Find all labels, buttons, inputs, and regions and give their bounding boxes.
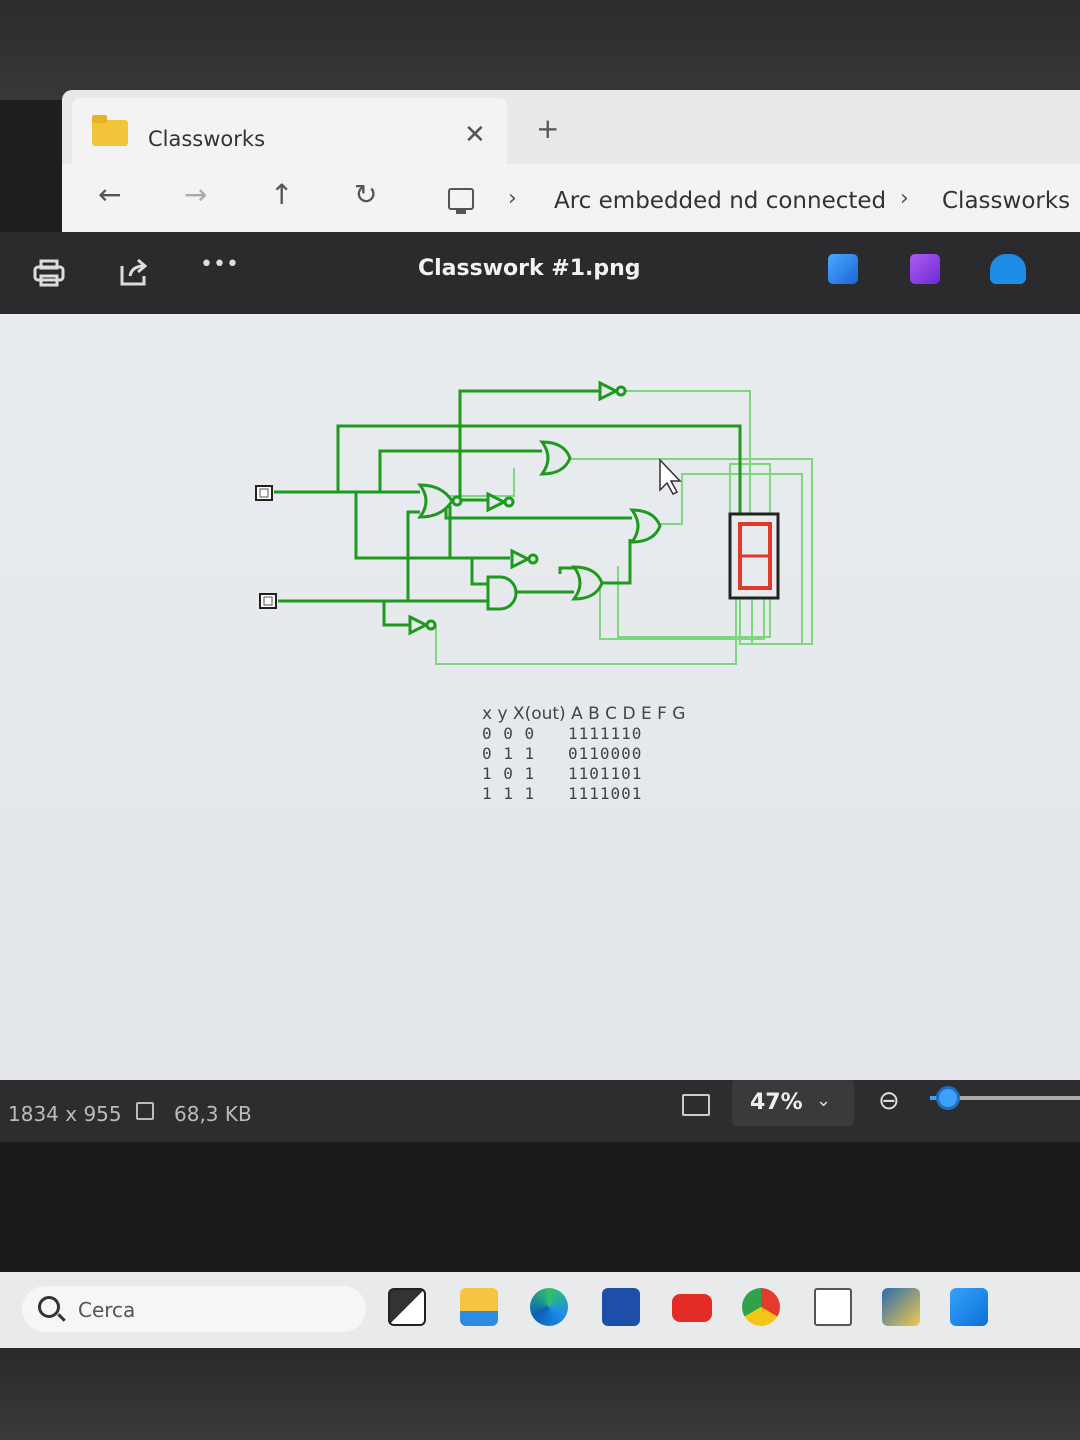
screen-bezel-top: [0, 0, 1080, 100]
windows-taskbar: Cerca: [0, 1272, 1080, 1348]
print-icon[interactable]: [32, 258, 66, 288]
file-explorer-icon[interactable]: [460, 1288, 498, 1326]
zoom-level: 47%: [750, 1090, 803, 1115]
desktop-background: [0, 1142, 1080, 1272]
youtube-icon[interactable]: [672, 1294, 712, 1322]
not-gate-4: [408, 614, 430, 636]
share-icon[interactable]: [118, 256, 150, 288]
zoom-slider-thumb[interactable]: [936, 1086, 960, 1110]
zoom-slider-track[interactable]: [930, 1096, 1080, 1100]
not-gate-3: [510, 548, 532, 570]
chrome-icon[interactable]: [742, 1288, 780, 1326]
store-icon[interactable]: [602, 1288, 640, 1326]
back-icon[interactable]: ←: [98, 178, 122, 211]
computer-icon[interactable]: [448, 188, 474, 214]
tab-label: Classworks: [148, 127, 266, 151]
more-icon[interactable]: •••: [200, 252, 239, 277]
or-gate-3: [571, 565, 604, 601]
edit-icon[interactable]: [828, 254, 858, 284]
photo-viewer-toolbar: •••: [0, 232, 1080, 314]
refresh-icon[interactable]: ↻: [354, 178, 378, 211]
truth-table-header: x y X(out) A B C D E F G: [482, 704, 686, 724]
navigation-bar: ← → ↑ ↻ › Arc embedded nd connected › Cl…: [62, 164, 1080, 232]
seven-segment-display: [728, 512, 780, 600]
search-icon: [38, 1296, 60, 1318]
not-gate-2: [486, 491, 508, 513]
input-x-switch: [255, 485, 273, 501]
nor-gate-1: [417, 483, 454, 519]
task-view-icon[interactable]: [388, 1288, 426, 1326]
input-wires: [274, 389, 742, 627]
zoom-out-icon[interactable]: ⊖: [878, 1086, 900, 1116]
image-dimensions: 1834 x 955: [8, 1102, 122, 1126]
logic-gates: [408, 380, 662, 636]
notepad-icon[interactable]: [814, 1288, 852, 1326]
save-icon: [136, 1102, 154, 1120]
folder-icon: [92, 115, 128, 146]
screen-bezel-bottom: [0, 1348, 1080, 1440]
forward-icon[interactable]: →: [184, 178, 208, 211]
fit-to-window-icon[interactable]: [682, 1094, 710, 1116]
photos-icon[interactable]: [950, 1288, 988, 1326]
up-icon[interactable]: ↑: [270, 178, 294, 211]
input-y-switch: [259, 593, 277, 609]
edge-icon[interactable]: [530, 1288, 568, 1326]
or-gate-2: [629, 508, 662, 544]
zoom-dropdown[interactable]: [732, 1080, 854, 1126]
file-size: 68,3 KB: [174, 1102, 252, 1126]
tab-close-button[interactable]: ✕: [464, 120, 486, 150]
python-icon[interactable]: [882, 1288, 920, 1326]
logic-circuit-diagram: [255, 380, 813, 665]
onedrive-icon[interactable]: [990, 254, 1026, 284]
taskbar-search[interactable]: Cerca: [22, 1286, 366, 1332]
clipchamp-icon[interactable]: [910, 254, 940, 284]
chevron-down-icon[interactable]: ⌄: [816, 1090, 832, 1111]
tab-classworks[interactable]: Classworks ✕: [72, 98, 507, 164]
nor-gate-1-bubble: [451, 495, 463, 507]
and-gate-1: [486, 575, 518, 611]
file-title: Classwork #1.png: [418, 256, 641, 281]
mouse-cursor-icon: [659, 458, 682, 495]
or-gate-1: [539, 440, 572, 476]
input-switches: [255, 485, 277, 609]
breadcrumb-folder-classworks[interactable]: Classworks: [942, 188, 1071, 214]
new-tab-button[interactable]: +: [536, 112, 560, 145]
chevron-right-icon: ›: [508, 186, 517, 211]
search-placeholder: Cerca: [78, 1298, 136, 1322]
chevron-right-icon: ›: [900, 186, 909, 211]
viewer-status-bar: 1834 x 955 68,3 KB 47% ⌄ ⊖: [0, 1080, 1080, 1142]
file-explorer-window: Classworks ✕ + ← → ↑ ↻ › Arc embedded nd…: [62, 90, 1080, 232]
not-gate-1: [598, 380, 620, 402]
breadcrumb-folder-arc[interactable]: Arc embedded nd connected: [554, 188, 887, 214]
